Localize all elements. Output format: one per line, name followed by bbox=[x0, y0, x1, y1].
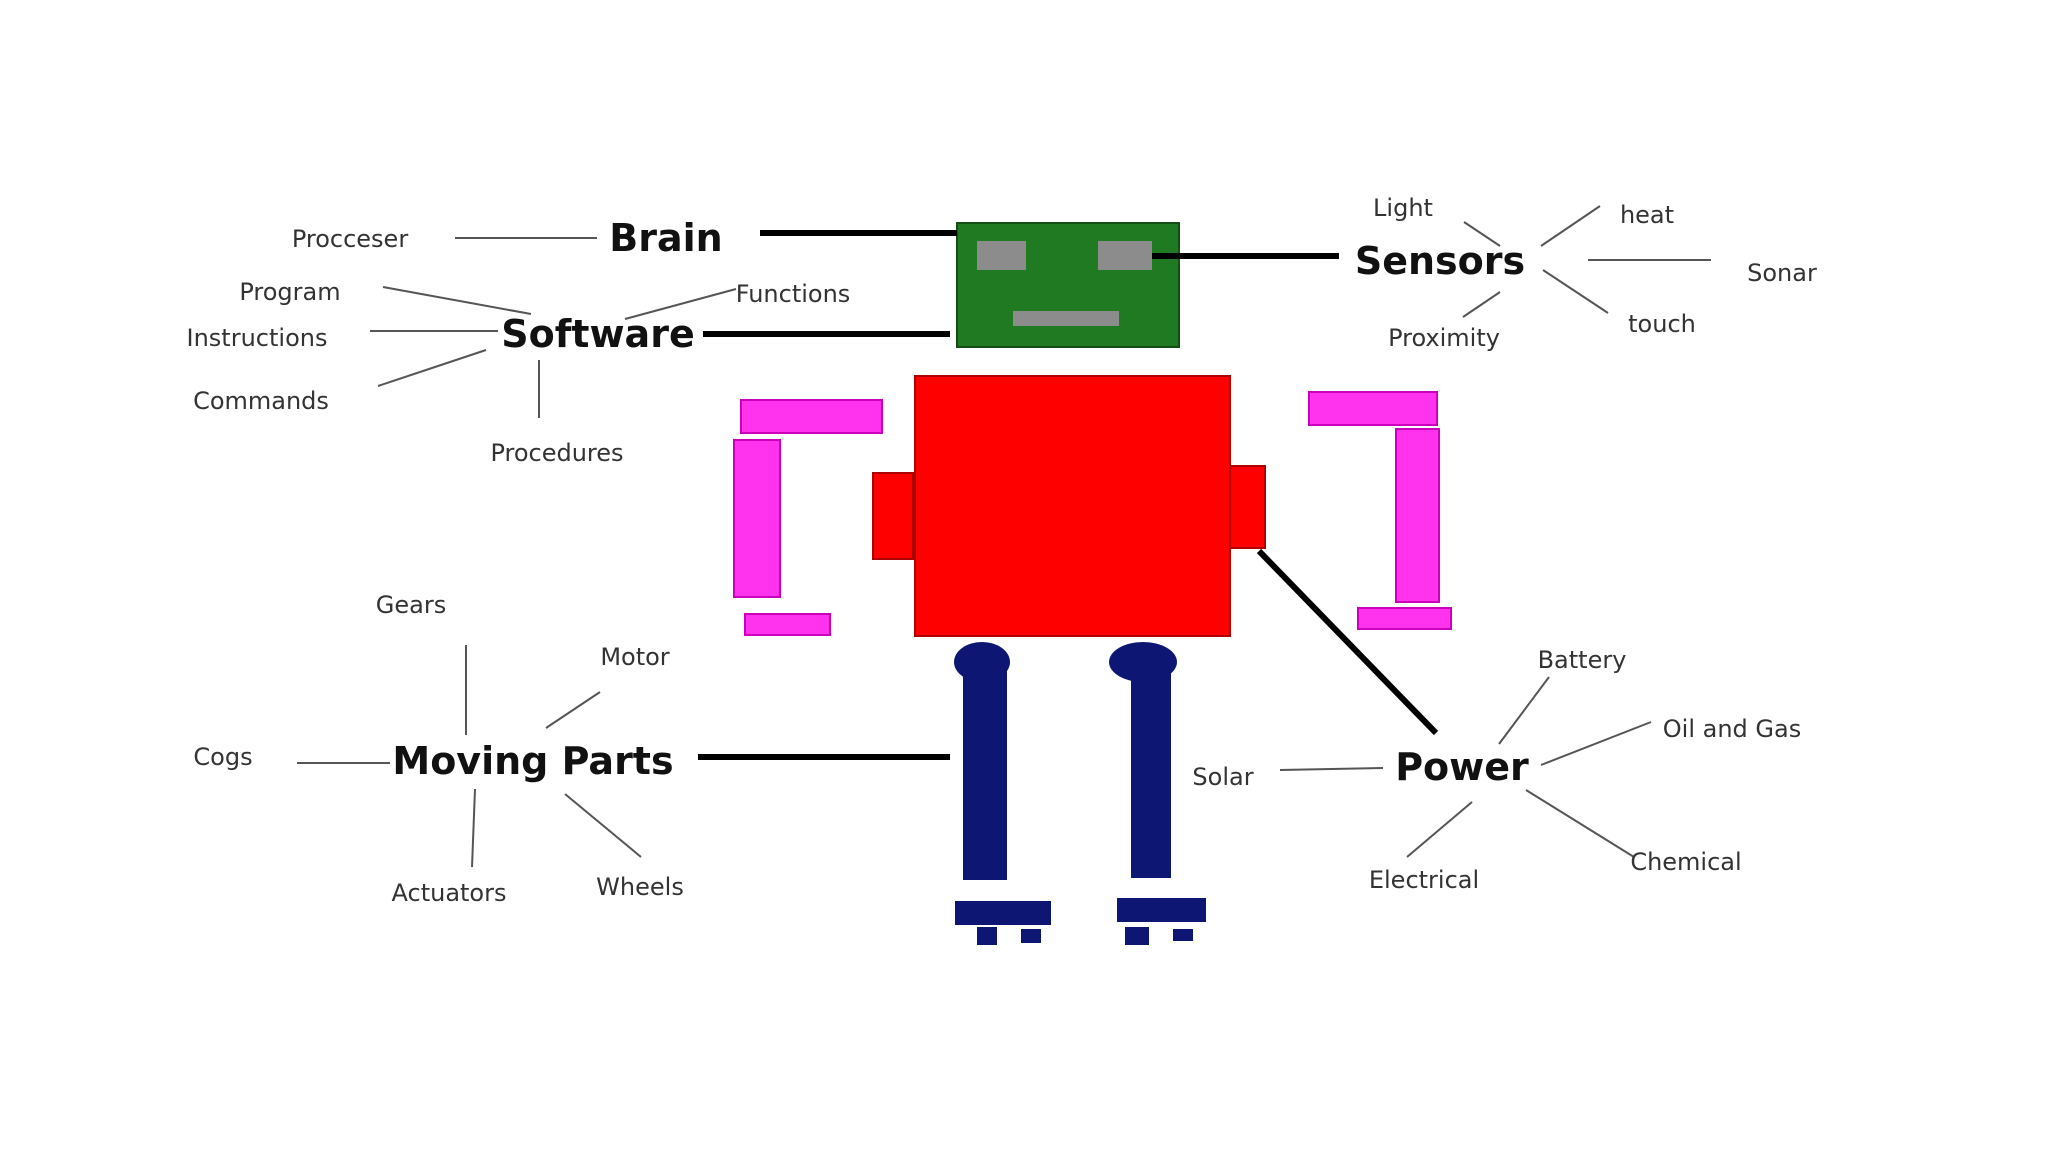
robot-right-arm-top bbox=[1308, 391, 1438, 426]
robot-left-arm-bottom bbox=[744, 613, 831, 636]
robot-right-eye bbox=[1098, 241, 1152, 270]
item-instructions: Instructions bbox=[187, 324, 328, 352]
robot-left-arm-upright bbox=[733, 439, 781, 598]
item-electrical: Electrical bbox=[1369, 866, 1479, 894]
item-cogs: Cogs bbox=[193, 743, 252, 771]
item-commands: Commands bbox=[193, 387, 329, 415]
branch-line-solar bbox=[1279, 767, 1384, 771]
item-proximity: Proximity bbox=[1388, 324, 1500, 352]
branch-line-electrical bbox=[1406, 801, 1473, 858]
robot-body bbox=[914, 375, 1231, 637]
item-motor: Motor bbox=[600, 643, 669, 671]
robot-left-eye bbox=[977, 241, 1026, 270]
branch-line-motor bbox=[545, 691, 601, 729]
item-sonar: Sonar bbox=[1747, 259, 1817, 287]
item-light: Light bbox=[1373, 194, 1433, 222]
sensors-label: Sensors bbox=[1355, 239, 1525, 283]
branch-line-program bbox=[382, 286, 532, 315]
robot-right-leg bbox=[1131, 668, 1171, 878]
moving-parts-label: Moving Parts bbox=[392, 739, 673, 783]
branch-line-wheels bbox=[564, 793, 642, 858]
robot-left-shoulder bbox=[872, 472, 914, 560]
item-battery: Battery bbox=[1538, 646, 1627, 674]
item-procedures: Procedures bbox=[490, 439, 623, 467]
branch-line-touch bbox=[1542, 269, 1609, 314]
robot bbox=[733, 222, 1452, 945]
power-label: Power bbox=[1395, 745, 1529, 789]
branch-line-functions bbox=[624, 288, 737, 320]
item-heat: heat bbox=[1620, 201, 1674, 229]
software-label: Software bbox=[501, 312, 694, 356]
robot-right-shoulder bbox=[1229, 465, 1266, 549]
robot-right-toe-2 bbox=[1173, 929, 1193, 941]
item-actuators: Actuators bbox=[392, 879, 507, 907]
branch-line-oil-and-gas bbox=[1540, 721, 1652, 766]
robot-left-leg bbox=[963, 668, 1007, 880]
item-wheels: Wheels bbox=[596, 873, 684, 901]
item-procceser: Procceser bbox=[292, 225, 409, 253]
branch-line-battery bbox=[1498, 676, 1550, 745]
robot-left-foot bbox=[955, 901, 1051, 925]
item-oil-and-gas: Oil and Gas bbox=[1663, 715, 1801, 743]
robot-left-toe-2 bbox=[1021, 929, 1041, 943]
branch-line-chemical bbox=[1525, 789, 1635, 858]
robot-right-toe-1 bbox=[1125, 927, 1149, 945]
branch-line-proximity bbox=[1462, 291, 1501, 318]
robot-left-arm-top bbox=[740, 399, 883, 434]
item-chemical: Chemical bbox=[1630, 848, 1741, 876]
branch-lines bbox=[297, 205, 1711, 868]
branch-line-heat bbox=[1540, 205, 1601, 247]
item-touch: touch bbox=[1628, 310, 1696, 338]
item-gears: Gears bbox=[376, 591, 446, 619]
robot-left-toe-1 bbox=[977, 927, 997, 945]
main-labels: Brain Software Sensors Moving Parts Powe… bbox=[392, 216, 1529, 789]
robot-mouth bbox=[1013, 311, 1119, 326]
item-solar: Solar bbox=[1192, 763, 1253, 791]
item-functions: Functions bbox=[736, 280, 851, 308]
connector-power bbox=[1256, 548, 1439, 736]
robot-right-foot bbox=[1117, 898, 1206, 922]
branch-line-light bbox=[1463, 221, 1501, 247]
brain-label: Brain bbox=[609, 216, 722, 260]
sub-labels: Procceser Program Instructions Commands … bbox=[187, 194, 1817, 907]
branch-line-actuators bbox=[471, 788, 476, 868]
main-connectors bbox=[698, 230, 1439, 760]
robot-right-arm-bottom bbox=[1357, 607, 1452, 630]
branch-line-commands bbox=[377, 349, 487, 387]
item-program: Program bbox=[239, 278, 340, 306]
robot-right-arm-upright bbox=[1395, 428, 1440, 603]
